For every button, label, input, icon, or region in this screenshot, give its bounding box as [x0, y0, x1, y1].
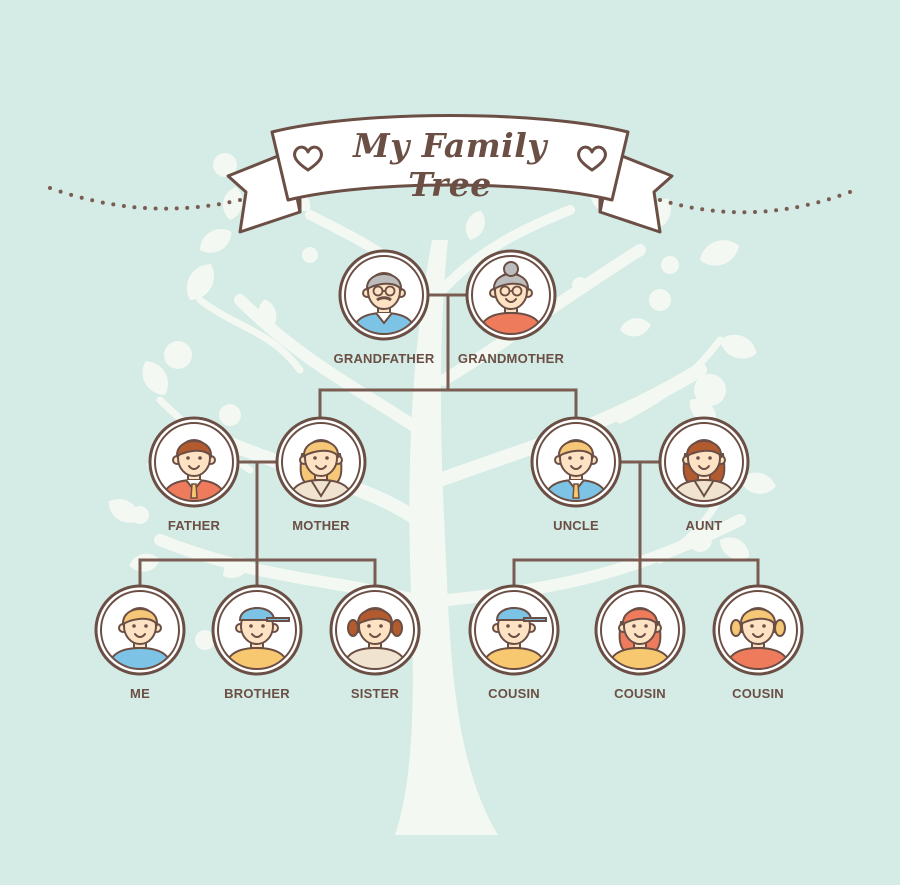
cousin-girl-avatar-icon: [594, 584, 686, 676]
mother-avatar-icon: [275, 416, 367, 508]
grandmother-avatar-icon: [465, 249, 557, 341]
grandfather-avatar-icon: [338, 249, 430, 341]
member-label-father: FATHER: [167, 518, 221, 533]
heart-icon: [293, 145, 607, 172]
aunt-avatar-icon: [658, 416, 750, 508]
member-label-aunt: AUNT: [685, 518, 723, 533]
page-title: My Family Tree: [353, 126, 547, 204]
cousin-boy-avatar-icon: [468, 584, 560, 676]
member-label-grandmother: GRANDMOTHER: [457, 351, 565, 366]
member-label-brother: BROTHER: [224, 686, 290, 701]
member-label-cousin2: COUSIN: [614, 686, 666, 701]
member-label-cousin3: COUSIN: [732, 686, 784, 701]
sister-avatar-icon: [329, 584, 421, 676]
member-label-uncle: UNCLE: [553, 518, 599, 533]
member-label-grandfather: GRANDFATHER: [333, 351, 435, 366]
uncle-avatar-icon: [530, 416, 622, 508]
father-avatar-icon: [148, 416, 240, 508]
member-label-cousin1: COUSIN: [488, 686, 540, 701]
dotted-garland: [48, 186, 852, 215]
member-label-mother: MOTHER: [292, 518, 350, 533]
me-avatar-icon: [94, 584, 186, 676]
member-label-sister: SISTER: [350, 686, 400, 701]
brother-avatar-icon: [211, 584, 303, 676]
member-label-me: ME: [130, 686, 150, 701]
connector-lines: [138, 293, 760, 588]
title-ribbon: [226, 114, 674, 234]
cousin-girl-pigtails-avatar-icon: [712, 584, 804, 676]
